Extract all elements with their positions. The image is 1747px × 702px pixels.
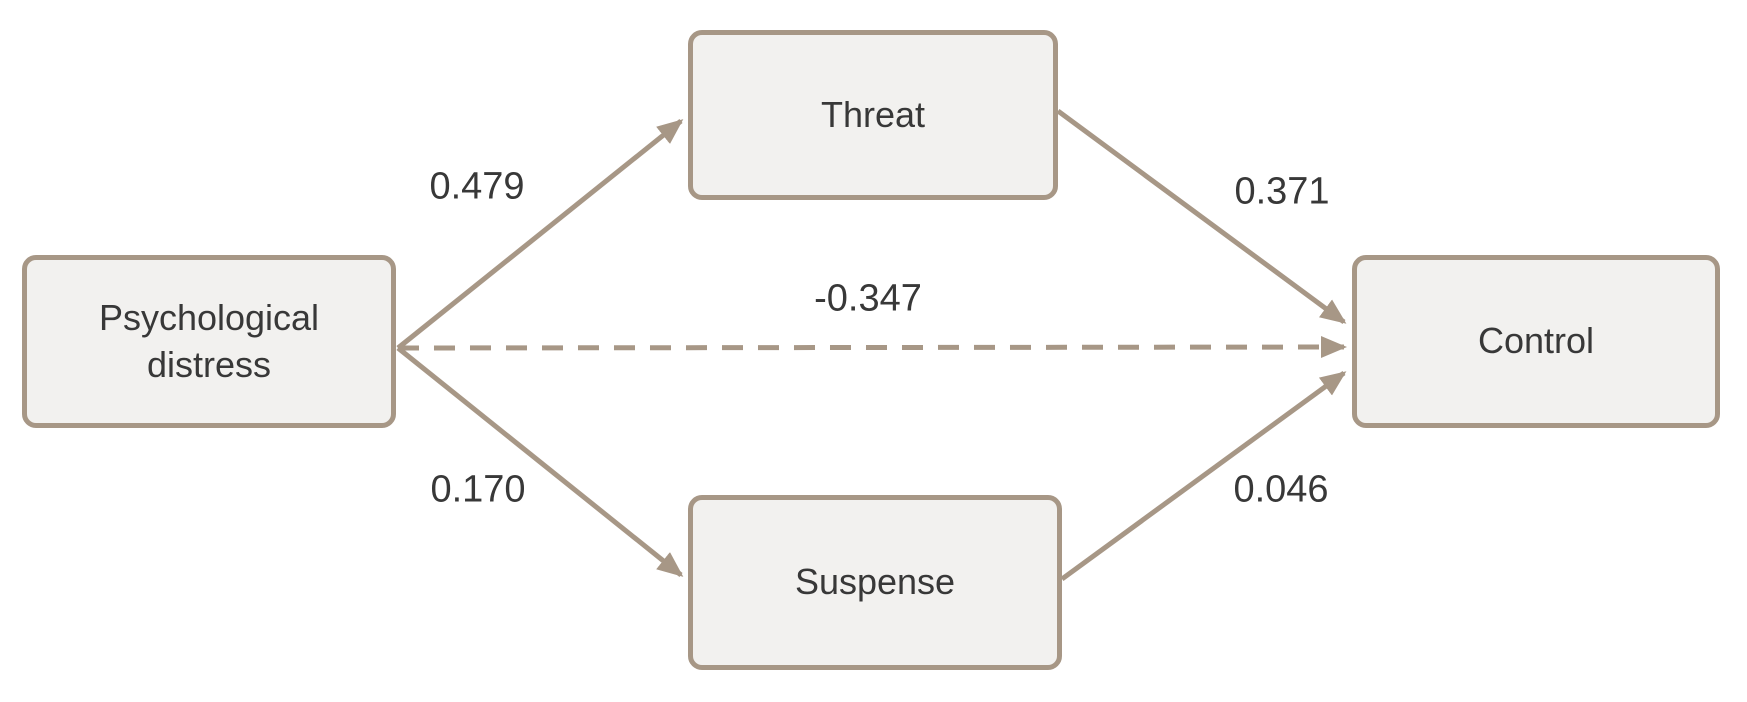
edge-label-distress-threat: 0.479: [429, 165, 525, 208]
edge-distress-to-control-dashed-line: [397, 336, 1347, 359]
node-threat-label: Threat: [820, 93, 926, 135]
node-control: Control: [1352, 255, 1720, 428]
edge-label-distress-suspense: 0.170: [430, 468, 526, 511]
edge-threat-to-control-line: [1056, 108, 1347, 325]
edge-distress-to-threat-line: [396, 119, 684, 350]
edge-suspense-to-control-line: [1060, 370, 1347, 582]
edge-label-distress-control: -0.347: [814, 277, 922, 320]
edge-label-suspense-control: 0.046: [1233, 468, 1329, 511]
node-threat: Threat: [688, 30, 1058, 200]
edge-distress-to-suspense-line: [396, 346, 684, 577]
node-suspense-label: Suspense: [794, 561, 956, 603]
node-psychological-distress: Psychological distress: [22, 255, 396, 428]
node-psychological-distress-label: Psychological distress: [98, 296, 320, 385]
node-control-label: Control: [1477, 320, 1595, 362]
edge-label-threat-control: 0.371: [1234, 170, 1330, 213]
node-suspense: Suspense: [688, 495, 1062, 670]
